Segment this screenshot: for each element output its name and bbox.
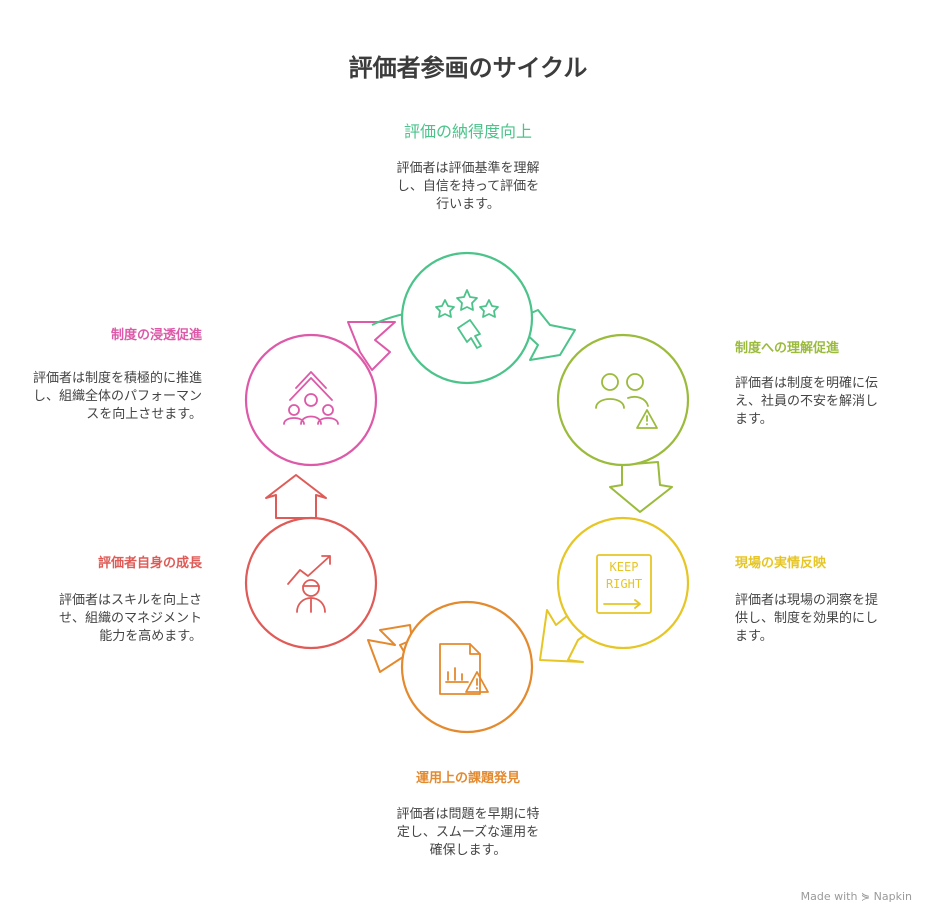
stage-desc-issue-discovery: 評価者は問題を早期に特 定し、スムーズな運用を 確保します。 — [396, 807, 540, 858]
stage-title-penetration: 制度の浸透促進 — [110, 328, 202, 343]
node-issue-discovery — [400, 600, 534, 734]
sign-text-keep: KEEP — [610, 560, 639, 574]
person-growth-icon — [287, 555, 331, 613]
connector-2 — [609, 461, 673, 513]
stage-desc-field-reflection: 評価者は現場の洞察を提 供し、制度を効果的にし ます。 — [735, 593, 879, 644]
napkin-credit: Made with ⋟ Napkin — [800, 890, 912, 903]
stage-title-field-reflection: 現場の実情反映 — [735, 556, 827, 571]
report-warning-icon — [439, 643, 489, 695]
stage-title-understanding: 制度への理解促進 — [735, 341, 840, 356]
team-upward-icon — [283, 371, 339, 425]
connector-6 — [347, 321, 396, 371]
stars-pointer-icon — [435, 289, 499, 349]
node-penetration — [244, 333, 378, 467]
stage-title-issue-discovery: 運用上の課題発見 — [415, 771, 520, 786]
stage-desc-satisfaction: 評価者は評価基準を理解 し、自信を持って評価を 行います。 — [396, 161, 540, 212]
connector-5 — [265, 474, 327, 519]
stage-desc-evaluator-growth: 評価者はスキルを向上さ せ、組織のマネジメント 能力を高めます。 — [58, 593, 202, 644]
keep-right-sign-icon — [596, 554, 652, 614]
sign-text-right: RIGHT — [606, 577, 642, 591]
stage-title-satisfaction: 評価の納得度向上 — [403, 122, 532, 141]
page-title: 評価者参画のサイクル — [348, 54, 588, 82]
people-warning-icon — [595, 373, 658, 429]
stage-desc-understanding: 評価者は制度を明確に伝 え、社員の不安を解消し ます。 — [735, 376, 879, 427]
stage-desc-penetration: 評価者は制度を積極的に推進 し、組織全体のパフォーマン スを向上させます。 — [32, 371, 202, 422]
stage-title-evaluator-growth: 評価者自身の成長 — [97, 556, 202, 571]
node-evaluator-growth — [244, 516, 378, 650]
node-field-reflection — [556, 516, 690, 650]
node-satisfaction — [400, 251, 534, 385]
node-understanding — [556, 333, 690, 467]
